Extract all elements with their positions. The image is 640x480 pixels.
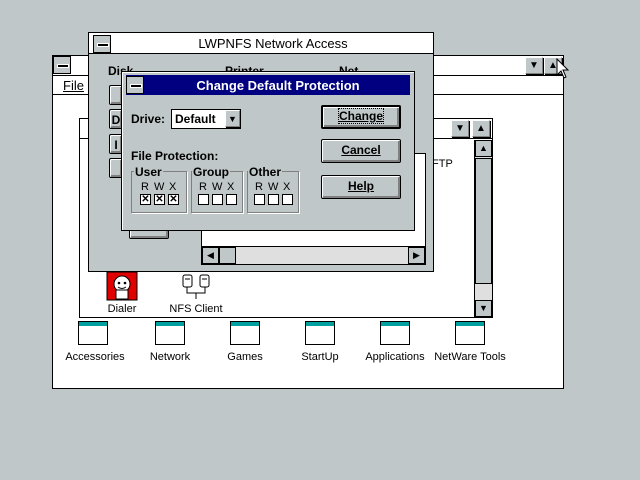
change-button[interactable]: Change — [321, 105, 401, 129]
other-execute-checkbox[interactable] — [282, 194, 293, 205]
help-button-label: Help — [347, 179, 374, 193]
dialer-app[interactable]: Dialer — [97, 271, 147, 317]
mouse-pointer-icon — [556, 58, 570, 79]
scroll-left-arrow-icon[interactable]: ◀ — [202, 247, 219, 264]
vertical-scrollbar[interactable]: ▲ ▼ — [474, 140, 492, 317]
dialog-title: Change Default Protection — [196, 78, 360, 93]
group-group-label: Group — [192, 165, 230, 179]
group-label: NetWare Tools — [434, 351, 506, 363]
group-icon-applications[interactable]: Applications — [350, 321, 440, 369]
program-group-icon — [455, 321, 485, 345]
group-maximize-button[interactable]: ▲ — [472, 120, 490, 137]
dialog-system-menu-button[interactable] — [126, 76, 144, 94]
group-label: Network — [149, 351, 191, 363]
group-w-label: W — [212, 181, 223, 193]
dialer-icon — [106, 271, 138, 301]
program-group-icon — [155, 321, 185, 345]
group-label: Games — [227, 351, 263, 363]
minimize-button[interactable]: ▼ — [525, 57, 543, 74]
group-label: Accessories — [65, 351, 125, 363]
user-w-label: W — [154, 181, 165, 193]
scroll-right-arrow-icon[interactable]: ▶ — [408, 247, 425, 264]
lwpnfs-title-bar[interactable]: LWPNFS Network Access — [89, 33, 433, 54]
group-icon-accessories[interactable]: Accessories — [50, 321, 140, 369]
user-group-label: User — [134, 165, 163, 179]
scroll-up-arrow-icon[interactable]: ▲ — [475, 140, 492, 157]
hscroll-thumb[interactable] — [219, 247, 236, 264]
system-menu-button[interactable] — [53, 56, 71, 74]
dropdown-arrow-icon[interactable]: ▼ — [225, 110, 240, 127]
other-w-label: W — [268, 181, 279, 193]
group-x-label: X — [227, 181, 235, 193]
group-label: Applications — [365, 351, 425, 363]
user-x-label: X — [169, 181, 177, 193]
file-protection-label: File Protection: — [131, 149, 219, 163]
program-group-icon — [78, 321, 108, 345]
menu-file[interactable]: File — [63, 78, 84, 93]
user-group-box: User R W X ✕ ✕ ✕ — [131, 165, 187, 213]
lwpnfs-system-menu-button[interactable] — [93, 35, 111, 53]
other-group-box: Other R W X — [247, 165, 299, 213]
cancel-button[interactable]: Cancel — [321, 139, 401, 163]
program-group-icon — [305, 321, 335, 345]
group-icon-network[interactable]: Network — [125, 321, 215, 369]
change-button-label: Change — [337, 108, 385, 124]
program-group-icon — [380, 321, 410, 345]
cancel-button-label: Cancel — [341, 143, 381, 157]
horizontal-scrollbar[interactable]: ◀ ▶ — [202, 246, 425, 264]
group-minimize-button[interactable]: ▼ — [451, 120, 469, 137]
user-read-checkbox[interactable]: ✕ — [140, 194, 151, 205]
partial-ftp-label: FTP — [432, 158, 453, 170]
other-x-label: X — [283, 181, 291, 193]
dialog-title-bar[interactable]: Change Default Protection — [126, 75, 410, 95]
group-label: StartUp — [301, 351, 339, 363]
drive-select-value: Default — [175, 112, 216, 126]
nfs-client-label: NFS Client — [169, 303, 223, 315]
help-button[interactable]: Help — [321, 175, 401, 199]
other-group-label: Other — [248, 165, 283, 179]
partial-d-letter: D — [111, 113, 121, 127]
other-write-checkbox[interactable] — [268, 194, 279, 205]
group-read-checkbox[interactable] — [198, 194, 209, 205]
lwpnfs-title: LWPNFS Network Access — [198, 36, 348, 51]
other-read-checkbox[interactable] — [254, 194, 265, 205]
drive-select[interactable]: Default ▼ — [171, 109, 241, 129]
user-write-checkbox[interactable]: ✕ — [154, 194, 165, 205]
group-group-box: Group R W X — [191, 165, 243, 213]
nfs-client-app[interactable]: NFS Client — [166, 271, 226, 317]
user-r-label: R — [141, 181, 149, 193]
group-icon-startup[interactable]: StartUp — [275, 321, 365, 369]
group-write-checkbox[interactable] — [212, 194, 223, 205]
dialer-label: Dialer — [107, 303, 137, 315]
partial-i-letter: I — [114, 138, 118, 152]
drive-label: Drive: — [131, 112, 166, 126]
nfs-client-icon — [182, 274, 210, 299]
program-group-icon — [230, 321, 260, 345]
group-execute-checkbox[interactable] — [226, 194, 237, 205]
group-r-label: R — [199, 181, 207, 193]
other-r-label: R — [255, 181, 263, 193]
scroll-thumb[interactable] — [475, 158, 492, 284]
change-protection-dialog: Change Default Protection Drive: Default… — [121, 71, 415, 231]
user-execute-checkbox[interactable]: ✕ — [168, 194, 179, 205]
group-icon-netware-tools[interactable]: NetWare Tools — [425, 321, 515, 369]
group-icon-games[interactable]: Games — [200, 321, 290, 369]
scroll-down-arrow-icon[interactable]: ▼ — [475, 300, 492, 317]
